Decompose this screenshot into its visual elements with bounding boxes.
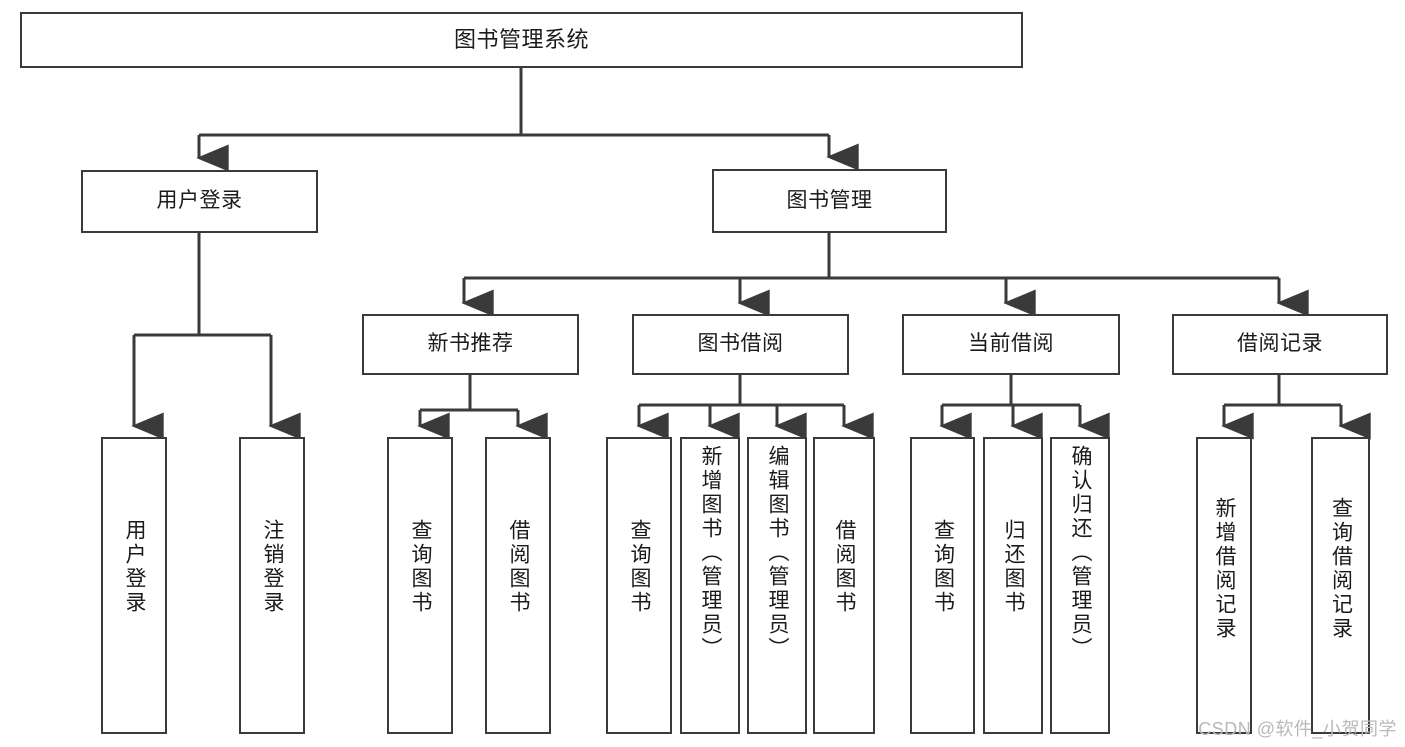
node-leaf-logout-login[interactable]: 注销登录	[239, 437, 305, 734]
node-leaf-add-book-admin[interactable]: 新增图书（管理员）	[680, 437, 740, 734]
node-label-leaf-user-login: 用户登录	[123, 519, 147, 615]
node-book-borrow[interactable]: 图书借阅	[632, 314, 849, 375]
node-current-borrow[interactable]: 当前借阅	[902, 314, 1120, 375]
node-label-leaf-add-book-admin: 新增图书（管理员）	[699, 445, 723, 661]
node-leaf-edit-book-admin[interactable]: 编辑图书（管理员）	[747, 437, 807, 734]
node-label-new-book-recommend: 新书推荐	[427, 332, 514, 356]
node-label-leaf-query-book-1: 查询图书	[409, 519, 433, 615]
node-label-book-management: 图书管理	[786, 188, 873, 212]
node-label-leaf-query-borrow-record: 查询借阅记录	[1329, 497, 1353, 641]
node-label-current-borrow: 当前借阅	[968, 332, 1054, 356]
node-label-book-borrow: 图书借阅	[697, 332, 784, 356]
node-leaf-return-book[interactable]: 归还图书	[983, 437, 1043, 734]
node-root-system[interactable]: 图书管理系统	[20, 12, 1023, 68]
node-label-leaf-return-book: 归还图书	[1002, 519, 1026, 615]
node-label-leaf-borrow-book-1: 借阅图书	[507, 519, 531, 615]
node-label-leaf-query-book-3: 查询图书	[931, 519, 955, 615]
node-leaf-query-book-2[interactable]: 查询图书	[606, 437, 672, 734]
node-label-leaf-edit-book-admin: 编辑图书（管理员）	[766, 445, 790, 661]
node-label-leaf-confirm-return-admin: 确认归还（管理员）	[1069, 445, 1093, 661]
node-label-root: 图书管理系统	[453, 27, 589, 53]
node-leaf-query-book-3[interactable]: 查询图书	[910, 437, 975, 734]
node-leaf-query-borrow-record[interactable]: 查询借阅记录	[1311, 437, 1370, 734]
node-new-book-recommend[interactable]: 新书推荐	[362, 314, 579, 375]
node-leaf-user-login[interactable]: 用户登录	[101, 437, 167, 734]
node-label-user-login: 用户登录	[156, 189, 243, 213]
node-label-leaf-add-borrow-record: 新增借阅记录	[1213, 497, 1237, 641]
node-user-login[interactable]: 用户登录	[81, 170, 318, 233]
watermark-csdn: CSDN @软件_小贺同学	[1198, 719, 1397, 739]
node-leaf-add-borrow-record[interactable]: 新增借阅记录	[1196, 437, 1252, 734]
node-label-borrow-record: 借阅记录	[1237, 332, 1323, 356]
node-leaf-borrow-book-1[interactable]: 借阅图书	[485, 437, 551, 734]
node-label-leaf-borrow-book-2: 借阅图书	[833, 519, 857, 615]
node-leaf-query-book-1[interactable]: 查询图书	[387, 437, 453, 734]
node-borrow-record[interactable]: 借阅记录	[1172, 314, 1388, 375]
node-label-leaf-logout-login: 注销登录	[261, 519, 285, 615]
node-leaf-confirm-return-admin[interactable]: 确认归还（管理员）	[1050, 437, 1110, 734]
node-book-management[interactable]: 图书管理	[712, 169, 947, 233]
node-leaf-borrow-book-2[interactable]: 借阅图书	[813, 437, 875, 734]
node-label-leaf-query-book-2: 查询图书	[628, 519, 652, 615]
